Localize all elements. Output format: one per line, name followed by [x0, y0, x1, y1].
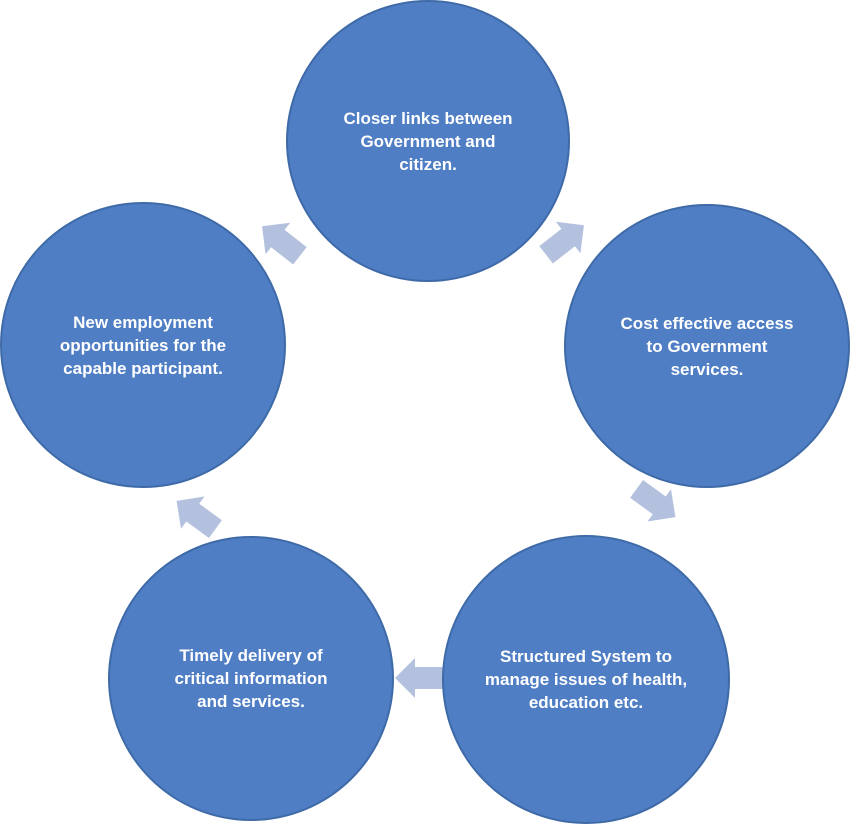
arrow-right-to-bottom-right: [630, 479, 676, 522]
arrow-left-to-top: [262, 222, 307, 265]
arrow-bottom-right-to-bottom-left: [395, 658, 443, 698]
arrow-bottom-left-to-left: [176, 496, 222, 539]
node-top-label: Closer links between Government and citi…: [343, 108, 513, 174]
node-bottom-left: Timely delivery of critical information …: [108, 536, 394, 821]
node-left: New employment opportunities for the cap…: [0, 202, 286, 488]
node-top: Closer links between Government and citi…: [286, 0, 570, 282]
node-bottom-left-label: Timely delivery of critical information …: [174, 646, 328, 711]
node-left-label: New employment opportunities for the cap…: [59, 312, 227, 378]
node-right-label: Cost effective access to Government serv…: [620, 313, 794, 379]
node-bottom-right-label: Structured System to manage issues of he…: [484, 647, 688, 712]
arrow-top-to-right: [539, 221, 584, 264]
node-right: Cost effective access to Government serv…: [564, 204, 850, 488]
node-bottom-right: Structured System to manage issues of he…: [442, 535, 730, 824]
